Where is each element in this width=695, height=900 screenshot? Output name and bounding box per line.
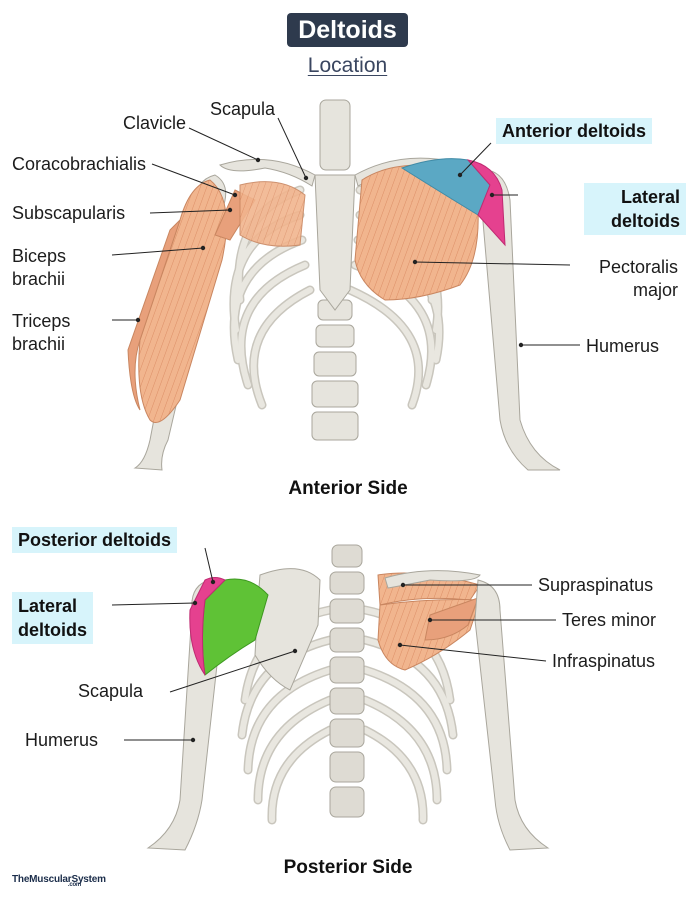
label-supraspinatus: Supraspinatus [538,574,653,596]
label-teres-minor: Teres minor [562,609,656,631]
label-coracobrachialis: Coracobrachialis [12,153,146,175]
page-title: Deltoids [287,13,408,47]
label-biceps-line1: Biceps [12,245,66,267]
caption-posterior-side: Posterior Side [198,857,498,879]
label-triceps-line1: Triceps [12,310,70,332]
label-pectoralis-line2: major [560,279,678,301]
subscapularis [240,182,305,247]
label-lateral-line1: Lateral [590,185,680,209]
label-lateral-post-line2: deltoids [18,618,87,642]
label-lateral-deltoids-posterior: Lateral deltoids [12,592,93,644]
label-pectoralis-line1: Pectoralis [560,256,678,278]
label-triceps-line2: brachii [12,333,65,355]
label-humerus-posterior: Humerus [25,729,98,751]
posterior-spine [330,545,364,817]
anterior-figure [128,100,560,470]
brand-suffix: .com [68,882,81,888]
label-lateral-post-line1: Lateral [18,594,87,618]
label-posterior-deltoids: Posterior deltoids [12,527,177,553]
label-clavicle: Clavicle [90,112,186,134]
label-lateral-deltoids-anterior: Lateral deltoids [584,183,686,235]
label-scapula-anterior: Scapula [210,98,275,120]
label-biceps-line2: brachii [12,268,65,290]
label-scapula-posterior: Scapula [78,680,143,702]
posterior-figure [148,545,548,850]
label-lateral-line2: deltoids [590,209,680,233]
label-anterior-deltoids: Anterior deltoids [496,118,652,144]
label-humerus-anterior: Humerus [586,335,659,357]
label-infraspinatus: Infraspinatus [552,650,655,672]
brand-name: TheMuscularSystem [12,874,106,885]
caption-anterior-side: Anterior Side [198,478,498,500]
label-subscapularis: Subscapularis [12,202,125,224]
brand-logo: TheMuscularSystem.com [12,874,119,885]
sternum [315,175,355,310]
page-subtitle: Location [0,54,695,78]
